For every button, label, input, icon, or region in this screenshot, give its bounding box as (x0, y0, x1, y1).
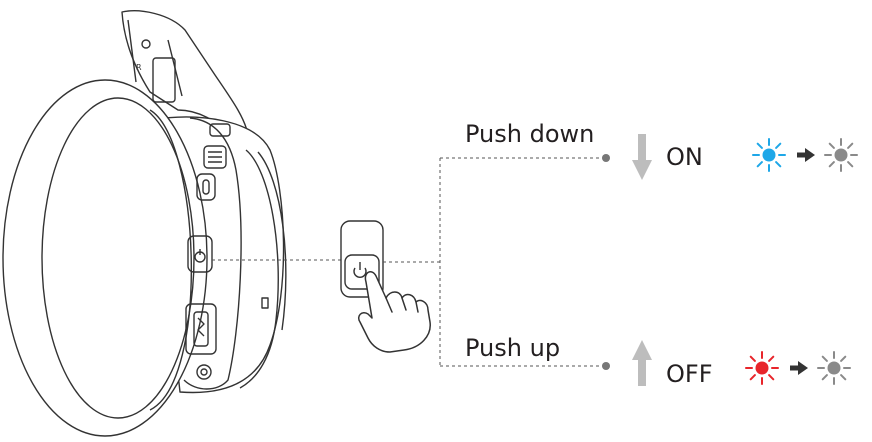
push-down-arrow-icon (632, 134, 652, 180)
callout-dot-off (602, 362, 610, 370)
grey-led-icon (824, 138, 858, 172)
yoke-slot (152, 57, 176, 103)
charging-port (185, 303, 217, 355)
yoke-screw (141, 39, 151, 49)
callout-dot-on (602, 154, 610, 162)
volume-up-button (209, 123, 231, 137)
push-down-label: Push down (465, 120, 595, 148)
pressing-finger (357, 271, 431, 353)
push-up-arrow-icon (632, 340, 652, 386)
off-state-label: OFF (666, 360, 713, 388)
callout-lines (383, 157, 604, 367)
led-arrow-icon (790, 361, 808, 375)
push-up-label: Push up (465, 334, 561, 362)
headphone-illustration: R (2, 10, 287, 437)
on-state-label: ON (666, 143, 703, 171)
audio-jack (196, 364, 212, 380)
power-slider-on-cup (187, 235, 213, 273)
blue-led-icon (752, 138, 786, 172)
ear-cushion-inner (41, 97, 195, 419)
play-button (196, 173, 216, 201)
led-sequence-off (745, 351, 851, 385)
red-led-icon (745, 351, 779, 385)
led-sequence-on (752, 138, 858, 172)
svg-text:R: R (136, 63, 142, 72)
grey-led-icon (817, 351, 851, 385)
led-arrow-icon (797, 148, 815, 162)
volume-down-button (203, 145, 227, 169)
